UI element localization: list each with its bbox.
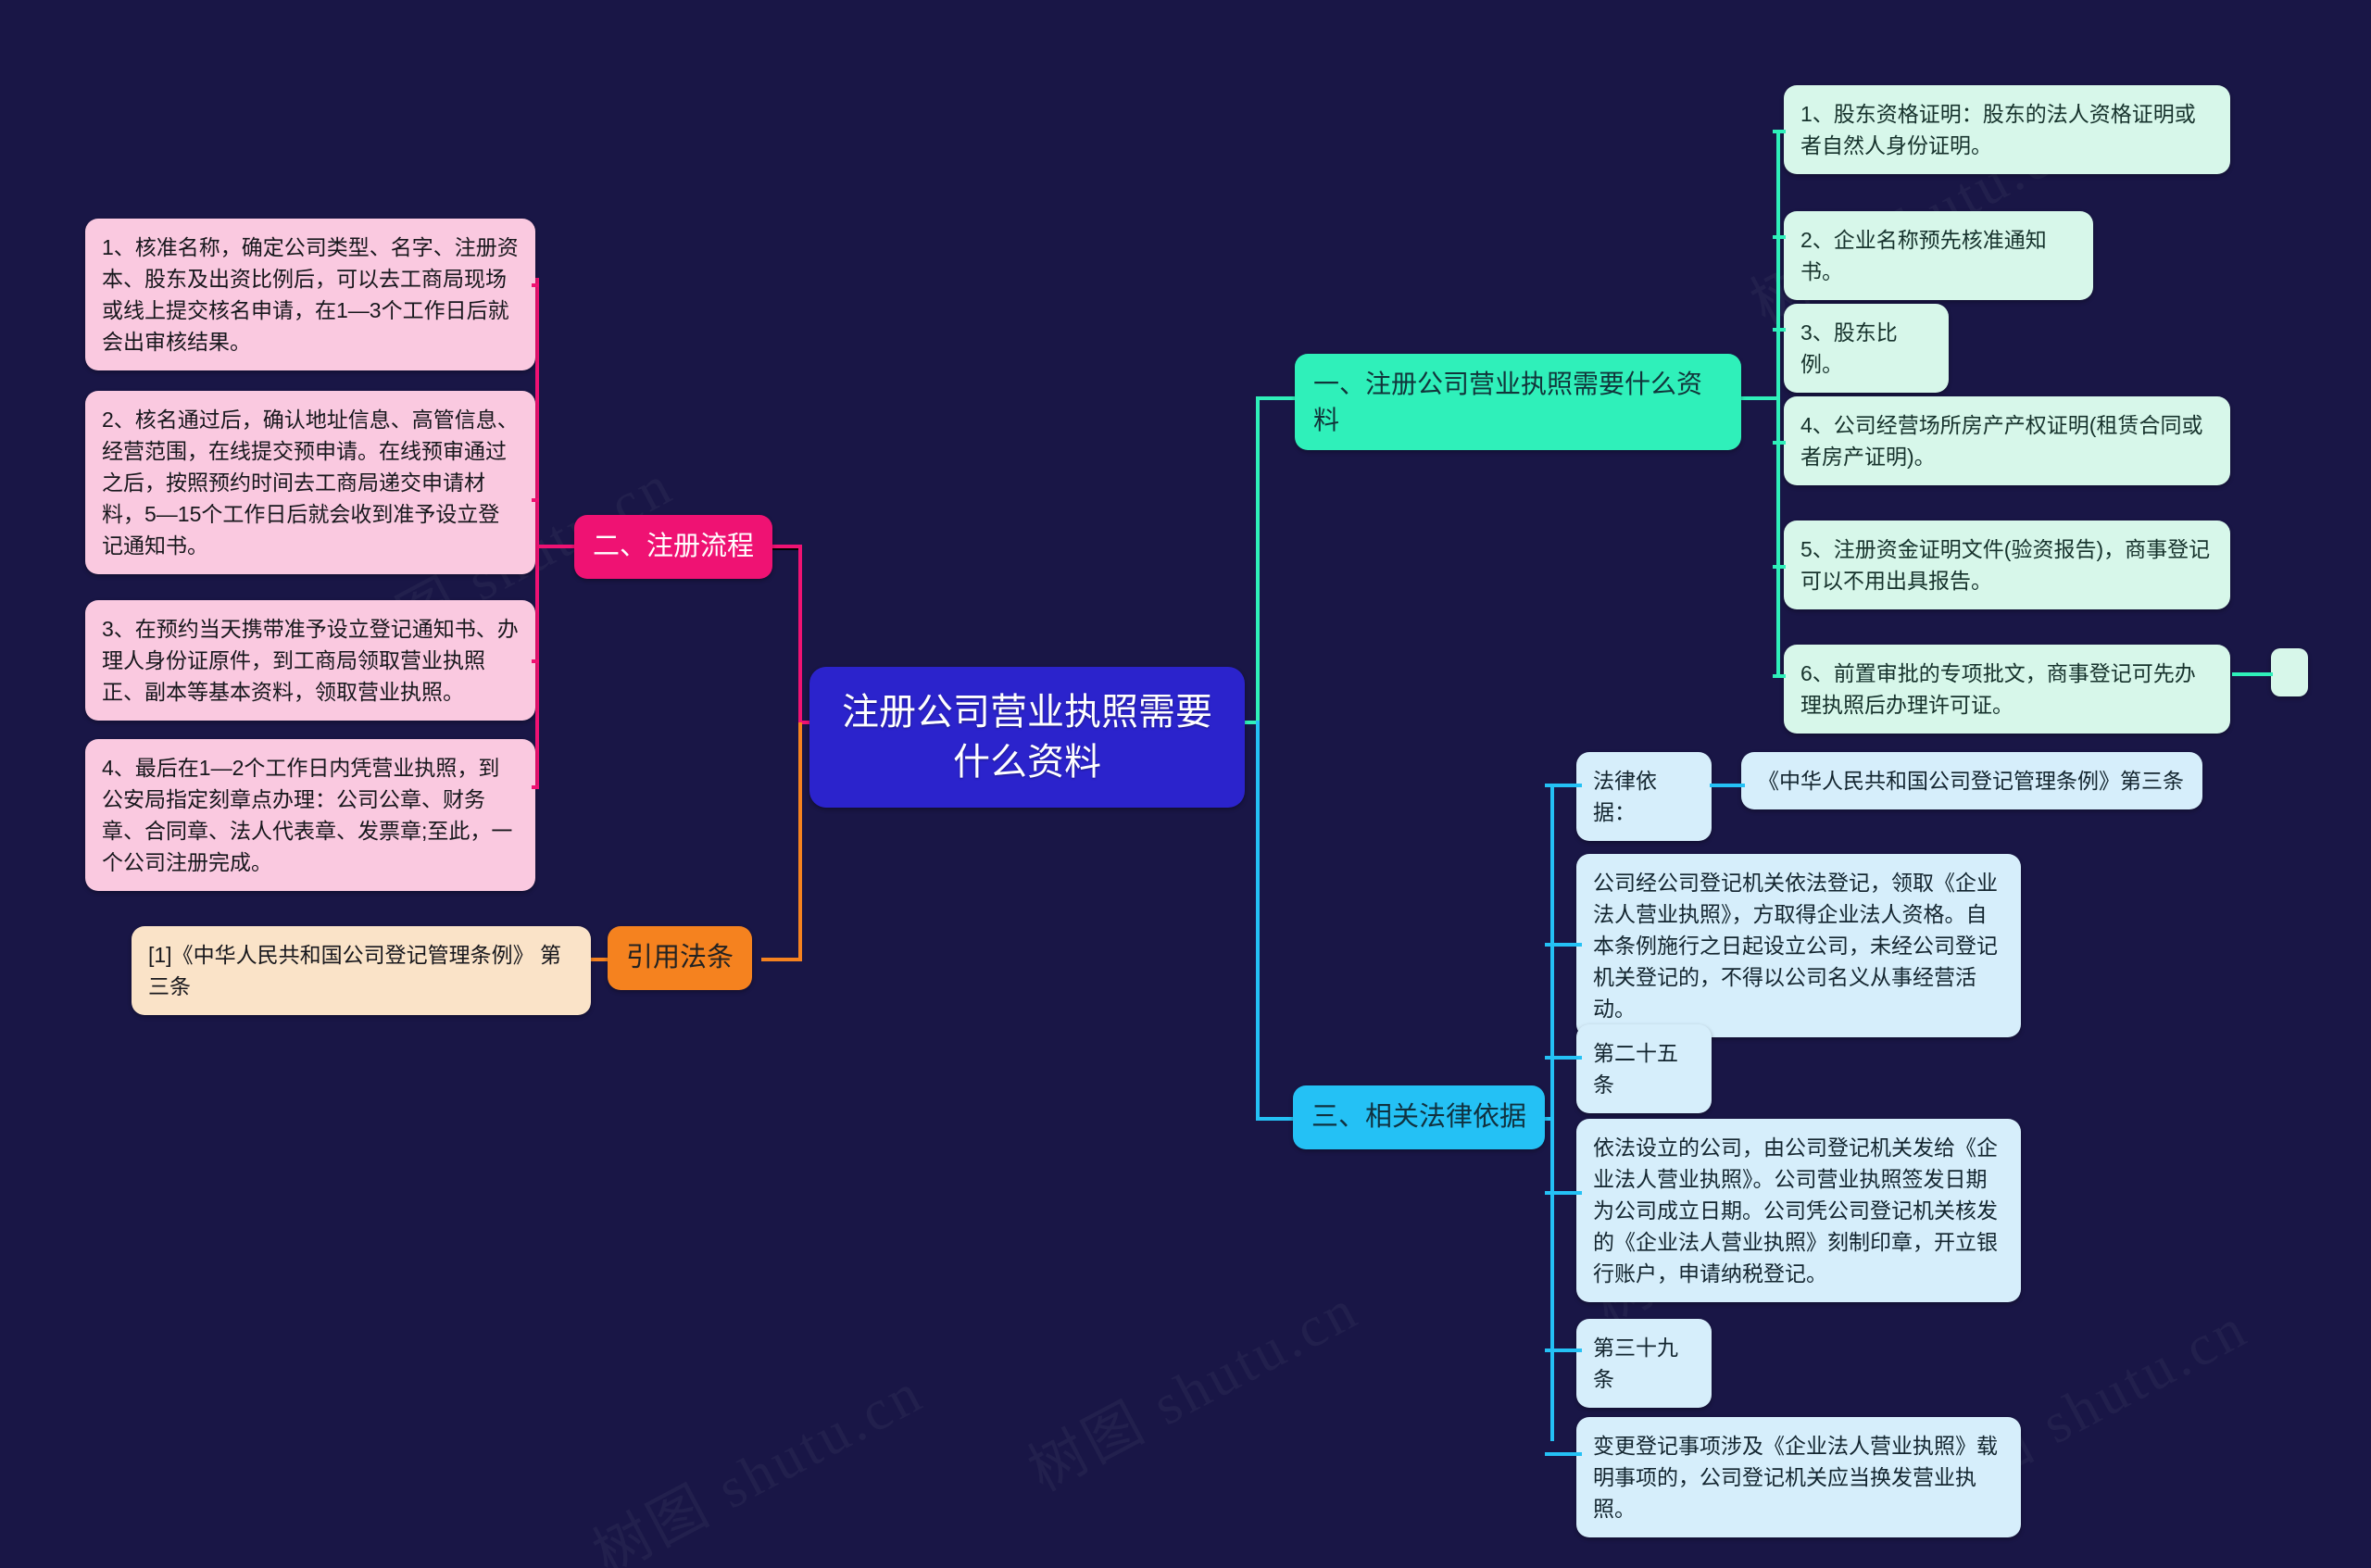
connector-green-extra-stub — [2232, 672, 2273, 676]
branch-registration-process-label: 二、注册流程 — [593, 532, 755, 561]
connector-root-to-green — [1245, 721, 1258, 724]
legal-group-2-label[interactable]: 第二十五条 — [1576, 1024, 1712, 1114]
material-card-4-text: 4、公司经营场所房产产权证明(租赁合同或者房产证明)。 — [1800, 413, 2203, 470]
connector-pink-spine — [535, 278, 539, 787]
connector-blue-stub-3 — [1545, 1056, 1582, 1060]
step-card-1[interactable]: 1、核准名称，确定公司类型、名字、注册资本、股东及出资比例后，可以去工商局现场或… — [85, 219, 535, 371]
connector-blue-stub-5 — [1545, 1348, 1582, 1352]
legal-group-1-body-text: 公司经公司登记机关依法登记，领取《企业法人营业执照》，方取得企业法人资格。自本条… — [1593, 871, 1998, 1022]
root-node[interactable]: 注册公司营业执照需要什么资料 — [809, 667, 1245, 808]
connector-pink-stub-3 — [532, 659, 539, 663]
legal-group-3-label[interactable]: 第三十九条 — [1576, 1319, 1712, 1409]
cited-law-card-1[interactable]: [1]《中华人民共和国公司登记管理条例》 第三条 — [132, 926, 591, 1016]
legal-group-1-detail-text: 《中华人民共和国公司登记管理条例》第三条 — [1758, 769, 2184, 793]
material-card-5-text: 5、注册资金证明文件(验资报告)，商事登记可以不用出具报告。 — [1800, 537, 2211, 594]
connector-green-trunk — [1256, 398, 1260, 722]
watermark: 树图 shutu.cn — [1011, 1262, 1371, 1506]
connector-blue-stub-1 — [1545, 784, 1582, 787]
branch-cited-law[interactable]: 引用法条 — [608, 926, 753, 990]
connector-green-stub-4 — [1773, 441, 1786, 445]
connector-pink-leaf-1b — [535, 278, 539, 282]
connector-blue-trunk — [1256, 721, 1260, 1121]
legal-group-1-detail[interactable]: 《中华人民共和国公司登记管理条例》第三条 — [1741, 752, 2202, 810]
branch-legal-basis-label: 三、相关法律依据 — [1311, 1102, 1527, 1132]
connector-orange-to-pill — [761, 958, 802, 961]
legal-group-3-label-text: 第三十九条 — [1593, 1336, 1678, 1392]
material-card-4[interactable]: 4、公司经营场所房产产权证明(租赁合同或者房产证明)。 — [1784, 396, 2230, 486]
step-card-2[interactable]: 2、核名通过后，确认地址信息、高管信息、经营范围，在线提交预申请。在线预审通过之… — [85, 391, 535, 575]
connector-pink-stub-4 — [532, 785, 539, 789]
material-card-2-text: 2、企业名称预先核准通知书。 — [1800, 228, 2047, 284]
connector-blue-stub-2 — [1545, 943, 1582, 947]
watermark: 树图 shutu.cn — [576, 1346, 935, 1568]
step-card-1-text: 1、核准名称，确定公司类型、名字、注册资本、股东及出资比例后，可以去工商局现场或… — [102, 235, 519, 355]
connector-blue-to-pill — [1256, 1117, 1293, 1121]
material-extra-node[interactable] — [2271, 648, 2308, 696]
legal-group-2-label-text: 第二十五条 — [1593, 1041, 1678, 1098]
legal-group-3-body-text: 变更登记事项涉及《企业法人营业执照》载明事项的，公司登记机关应当换发营业执照。 — [1593, 1434, 1998, 1522]
connector-green-stub-1 — [1773, 130, 1786, 133]
connector-green-stub-5 — [1773, 565, 1786, 569]
branch-cited-law-label: 引用法条 — [626, 943, 734, 972]
connector-green-stub-3 — [1773, 328, 1786, 332]
branch-legal-basis[interactable]: 三、相关法律依据 — [1293, 1085, 1546, 1149]
connector-pink-stub-2 — [532, 498, 539, 502]
connector-orange-spine — [798, 722, 802, 961]
legal-group-3-body[interactable]: 变更登记事项涉及《企业法人营业执照》载明事项的，公司登记机关应当换发营业执照。 — [1576, 1417, 2021, 1538]
legal-group-1-label[interactable]: 法律依据： — [1576, 752, 1712, 842]
material-card-6[interactable]: 6、前置审批的专项批文，商事登记可先办理执照后办理许可证。 — [1784, 645, 2230, 734]
connector-green-spine — [1776, 130, 1780, 676]
connector-green-stub-2 — [1773, 235, 1786, 239]
connector-green-stub-6 — [1773, 674, 1786, 678]
root-title: 注册公司营业执照需要什么资料 — [842, 692, 1212, 783]
connector-blue-stub-1b — [1710, 784, 1745, 787]
legal-group-1-label-text: 法律依据： — [1593, 769, 1657, 825]
step-card-3-text: 3、在预约当天携带准予设立登记通知书、办理人身份证原件，到工商局领取营业执照正、… — [102, 617, 519, 705]
connector-pink-stub-1 — [532, 283, 539, 287]
branch-required-materials-label: 一、注册公司营业执照需要什么资料 — [1313, 370, 1703, 435]
material-card-3-text: 3、股东比例。 — [1800, 320, 1898, 377]
cited-law-card-1-text: [1]《中华人民共和国公司登记管理条例》 第三条 — [148, 943, 561, 999]
step-card-3[interactable]: 3、在预约当天携带准予设立登记通知书、办理人身份证原件，到工商局领取营业执照正、… — [85, 600, 535, 721]
material-card-1-text: 1、股东资格证明：股东的法人资格证明或者自然人身份证明。 — [1800, 102, 2196, 158]
connector-blue-stub-4 — [1545, 1191, 1582, 1195]
connector-blue-spine — [1550, 784, 1554, 1441]
connector-pink-to-root — [798, 545, 802, 722]
connector-green-to-pill — [1256, 396, 1295, 400]
connector-pink-pill-in — [535, 545, 574, 548]
step-card-4-text: 4、最后在1—2个工作日内凭营业执照，到公安局指定刻章点办理：公司公章、财务章、… — [102, 756, 513, 875]
legal-group-2-body-text: 依法设立的公司，由公司登记机关发给《企业法人营业执照》。公司营业执照签发日期为公… — [1593, 1135, 1998, 1286]
material-card-2[interactable]: 2、企业名称预先核准通知书。 — [1784, 211, 2093, 301]
material-card-3[interactable]: 3、股东比例。 — [1784, 304, 1949, 394]
connector-green-pill-out — [1741, 396, 1780, 400]
branch-registration-process[interactable]: 二、注册流程 — [574, 515, 773, 579]
step-card-2-text: 2、核名通过后，确认地址信息、高管信息、经营范围，在线提交预申请。在线预审通过之… — [102, 408, 519, 558]
connector-pink-root-in — [798, 721, 811, 724]
branch-required-materials[interactable]: 一、注册公司营业执照需要什么资料 — [1295, 354, 1741, 451]
material-card-6-text: 6、前置审批的专项批文，商事登记可先办理执照后办理许可证。 — [1800, 661, 2196, 718]
connector-blue-stub-6 — [1545, 1452, 1582, 1456]
material-card-1[interactable]: 1、股东资格证明：股东的法人资格证明或者自然人身份证明。 — [1784, 85, 2230, 175]
connector-pink-pill-out — [759, 545, 802, 548]
legal-group-1-body[interactable]: 公司经公司登记机关依法登记，领取《企业法人营业执照》，方取得企业法人资格。自本条… — [1576, 854, 2021, 1038]
step-card-4[interactable]: 4、最后在1—2个工作日内凭营业执照，到公安局指定刻章点办理：公司公章、财务章、… — [85, 739, 535, 892]
legal-group-2-body[interactable]: 依法设立的公司，由公司登记机关发给《企业法人营业执照》。公司营业执照签发日期为公… — [1576, 1119, 2021, 1303]
material-card-5[interactable]: 5、注册资金证明文件(验资报告)，商事登记可以不用出具报告。 — [1784, 521, 2230, 610]
